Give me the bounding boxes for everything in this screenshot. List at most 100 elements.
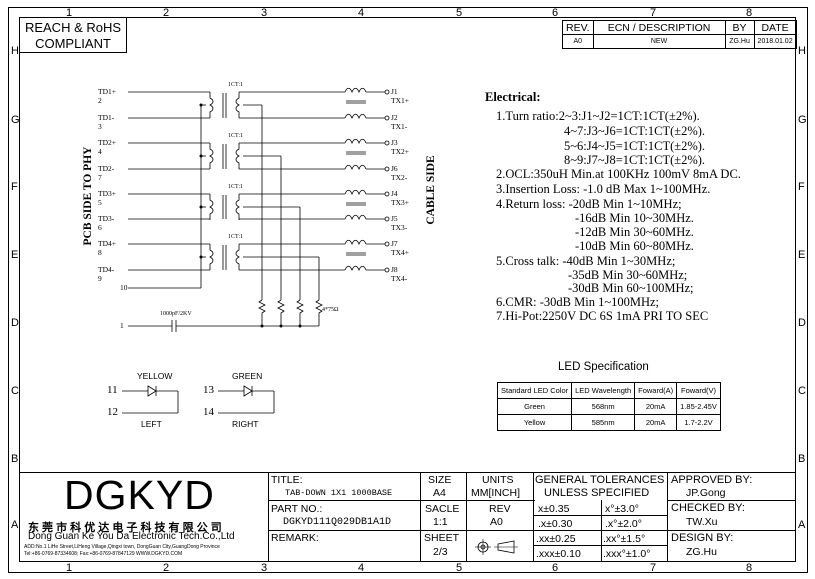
- zone-col-5: 5: [456, 7, 463, 19]
- pin-label-j3: J3 TX2+: [391, 138, 409, 156]
- pin-label-td4n: TD4- 9: [98, 265, 115, 283]
- pin-label-j6: J6 TX2-: [391, 164, 408, 182]
- electrical-line: 4~7:J3~J6=1CT:1CT(±2%).: [564, 124, 706, 138]
- pin-label-1: 1: [120, 321, 124, 330]
- pin-label-td2p: TD2+ 4: [98, 138, 116, 156]
- zone-row-a: A: [11, 519, 19, 531]
- cable-side-label: CABLE SIDE: [425, 155, 437, 225]
- pin-label-j8: J8 TX4-: [391, 265, 408, 283]
- electrical-line: 4.Return loss: -20dB Min 1~10MHz;: [496, 197, 682, 211]
- pin-label-j4: J4 TX3+: [391, 189, 409, 207]
- zone-col-1: 1: [66, 7, 73, 19]
- zone-row-b: B: [798, 453, 806, 465]
- revision-table: REV. ECN / DESCRIPTION BY DATE A0 NEW ZG…: [562, 20, 797, 49]
- rev-value: A0: [490, 516, 503, 528]
- pin-label-j7: J7 TX4+: [391, 239, 409, 257]
- electrical-line: 1.Turn ratio:2~3:J1~J2=1CT:1CT(±2%).: [496, 109, 700, 123]
- frame-outer-top: [8, 7, 808, 8]
- pin-label-td1p: TD1+ 2: [98, 87, 116, 105]
- zone-col-4: 4: [358, 7, 365, 19]
- checked-value: TW.Xu: [686, 516, 718, 528]
- pin-label-j2: J2 TX1-: [391, 113, 408, 131]
- pin-label-td3p: TD3+ 5: [98, 189, 116, 207]
- led-spec-cell: 1.85-2.45V: [676, 398, 721, 415]
- title-label: TITLE:: [271, 474, 303, 486]
- led-spec-header: LED Wavelength: [571, 382, 636, 399]
- pin-label-j5: J5 TX3-: [391, 214, 408, 232]
- size-label: SIZE: [428, 474, 452, 486]
- designed-label: DESIGN BY:: [671, 532, 734, 544]
- led-spec-cell: Yellow: [496, 414, 573, 431]
- pin-label-td4p: TD4+ 8: [98, 239, 116, 257]
- zone-col-2: 2: [163, 7, 170, 19]
- led-green-title: GREEN: [232, 371, 263, 381]
- ratio-label: 1CT:1: [228, 82, 244, 88]
- tolerance-angular: x°±3.0°: [605, 503, 640, 515]
- zone-col-6: 6: [552, 7, 559, 19]
- frame-border-top: [19, 17, 796, 18]
- electrical-line: 2.OCL:350uH Min.at 100KHz 100mV 8mA DC.: [496, 167, 741, 181]
- tolerance-title-1: GENERAL TOLERANCES: [535, 474, 665, 486]
- tolerance-angular: .x°±2.0°: [605, 518, 642, 530]
- zone-col-6: 6: [552, 562, 559, 574]
- ratio-label: 1CT:1: [228, 234, 244, 240]
- tolerance-linear: .xx±0.25: [536, 533, 576, 545]
- zone-col-3: 3: [261, 7, 268, 19]
- frame-border-bottom: [19, 561, 796, 562]
- scale-label: SACLE: [425, 503, 460, 515]
- projection-symbol-icon: [475, 539, 518, 555]
- tolerance-linear: .xxx±0.10: [536, 548, 581, 560]
- led-spec-table: Standard LED Color LED Wavelength Foward…: [496, 382, 721, 431]
- zone-row-c: C: [798, 385, 806, 397]
- electrical-line: -10dB Min 60~80MHz.: [575, 239, 694, 253]
- approved-value: JP.Gong: [686, 487, 726, 499]
- led-spec-row: Yellow 585nm 20mA 1.7-2.2V: [496, 414, 721, 431]
- tb-line: [420, 472, 421, 561]
- zone-row-h: H: [11, 45, 19, 57]
- frame-border-right: [795, 17, 796, 562]
- zone-row-a: A: [798, 519, 806, 531]
- company-name-en: Dong Guan Ke You Da Electronic Tech.Co.,…: [28, 531, 235, 542]
- zone-row-f: F: [798, 181, 805, 193]
- pin-label-10: 10: [120, 283, 128, 292]
- led-spec-cell: 568nm: [571, 398, 636, 415]
- led-yellow-pin-a: 11: [107, 384, 118, 396]
- led-spec-header: Standard LED Color: [496, 382, 573, 399]
- led-spec-row: Green 568nm 20mA 1.85-2.45V: [496, 398, 721, 415]
- sheet-value: 2/3: [433, 546, 448, 558]
- zone-row-e: E: [11, 249, 19, 261]
- tb-line: [533, 515, 667, 516]
- led-yellow-pin-b: 12: [107, 406, 118, 418]
- tolerance-angular: .xx°±1.5°: [603, 533, 646, 545]
- led-yellow-caption: LEFT: [141, 419, 162, 429]
- zone-col-4: 4: [358, 562, 365, 574]
- electrical-line: -35dB Min 30~60MHz;: [568, 268, 688, 282]
- rev-cell-date: 2018.01.02: [753, 34, 797, 49]
- tb-line: [268, 472, 269, 561]
- led-green-caption: RIGHT: [232, 419, 259, 429]
- tb-line: [667, 472, 668, 561]
- tb-line: [466, 472, 467, 561]
- zone-col-1: 1: [66, 562, 73, 574]
- tb-line: [533, 545, 667, 546]
- company-name-cn: 东 莞 市 科 优 达 电 子 科 技 有 限 公 司: [28, 522, 222, 534]
- electrical-line: 7.Hi-Pot:2250V DC 6S 1mA PRI TO SEC: [496, 309, 709, 323]
- company-contact: Tel:+86-0769-87334608; Fax:+86-0769-8784…: [24, 551, 183, 557]
- tb-line: [533, 472, 534, 561]
- zone-col-8: 8: [746, 7, 753, 19]
- frame-outer-right: [807, 7, 808, 573]
- electrical-line: 6.CMR: -30dB Min 1~100MHz;: [496, 295, 660, 309]
- capacitor-label: 1000pF/2KV: [160, 311, 192, 317]
- tb-line: [533, 530, 667, 531]
- units-label: UNITS: [482, 474, 514, 486]
- scale-value: 1:1: [433, 516, 448, 528]
- frame-border-left: [19, 17, 20, 562]
- led-yellow-title: YELLOW: [137, 371, 173, 381]
- zone-row-d: D: [798, 317, 806, 329]
- zone-col-3: 3: [261, 562, 268, 574]
- electrical-line: 8~9:J7~J8=1CT:1CT(±2%).: [564, 153, 706, 167]
- company-address: ADD:No.1 LiHe Street,LiHeng Village,Qing…: [24, 544, 220, 550]
- company-logo: DGKYD: [64, 472, 215, 518]
- rev-label: REV: [489, 503, 511, 515]
- zone-row-c: C: [11, 385, 19, 397]
